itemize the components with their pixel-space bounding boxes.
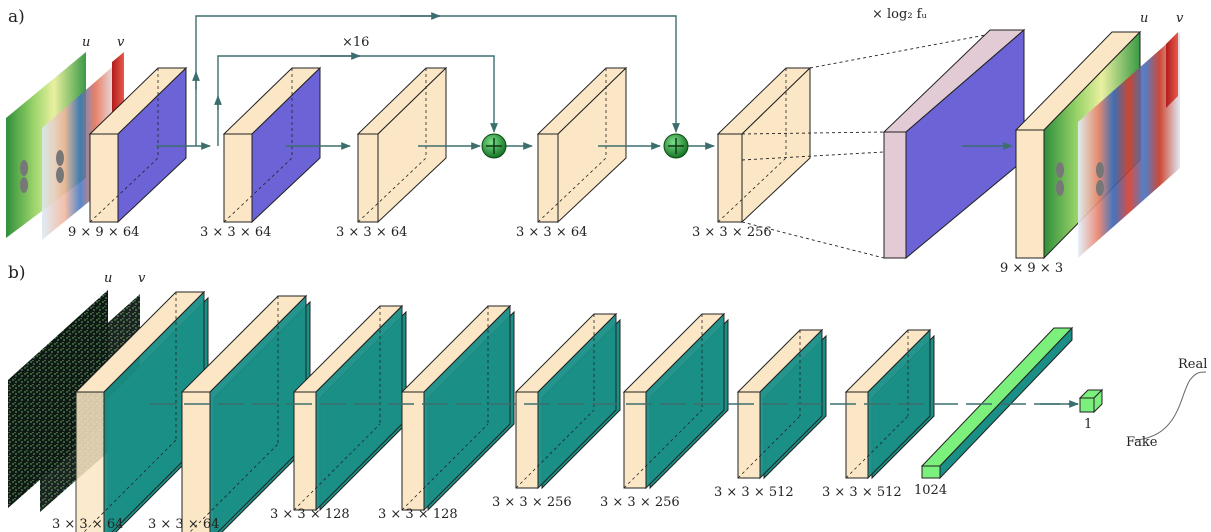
discriminator-layers: 3 × 3 × 64 3 × 3 × 64 3 × 3 × 128 3 × 3 × 1… xyxy=(52,290,935,532)
generator-layer-4-label: 3 × 3 × 64 xyxy=(516,225,587,240)
skip-repeat-label: ×16 xyxy=(342,35,369,50)
generator-input-u-label: u xyxy=(82,35,90,50)
generator-output-v-label: v xyxy=(1176,11,1184,26)
discriminator-layer-3-label: 3 × 3 × 128 xyxy=(270,507,350,522)
generator-layer-3-label: 3 × 3 × 64 xyxy=(336,225,407,240)
generator-upsample-block xyxy=(882,28,1026,260)
discriminator-layer-7-label: 3 × 3 × 512 xyxy=(714,485,794,500)
generator-output-layer-label: 9 × 9 × 3 xyxy=(1000,261,1063,276)
discriminator-dense-layer xyxy=(920,326,1074,480)
discriminator-conv-layer-2 xyxy=(180,294,311,532)
generator-output-fields xyxy=(1078,32,1180,258)
discriminator-layer-4-label: 3 × 3 × 128 xyxy=(378,507,458,522)
discriminator-input-v-label: v xyxy=(138,271,146,286)
generator-sum-node-2 xyxy=(663,133,689,159)
generator-layer-5-label: 3 × 3 × 256 xyxy=(692,225,772,240)
discriminator-layer-2-label: 3 × 3 × 64 xyxy=(148,517,219,532)
generator-output-u-label: u xyxy=(1140,11,1148,26)
discriminator-conv-layer-7 xyxy=(736,328,827,480)
generator-layer-2-label: 3 × 3 × 64 xyxy=(200,225,271,240)
generator-layer-1-label: 9 × 9 × 64 xyxy=(68,225,139,240)
output-node-label: 1 xyxy=(1084,417,1092,432)
panel-label-b: b) xyxy=(8,263,26,283)
discriminator-conv-layer-3 xyxy=(292,304,407,512)
generator-input-v-label: v xyxy=(117,35,125,50)
discriminator-conv-layer-1 xyxy=(74,290,209,532)
real-fake-sigmoid-curve xyxy=(1135,371,1207,441)
generator-conv-layer-2 xyxy=(222,66,322,224)
discriminator-input-u-label: u xyxy=(104,271,112,286)
generator-conv-layer-3 xyxy=(356,66,448,224)
fake-label: Fake xyxy=(1126,435,1158,450)
generator-sum-node-1 xyxy=(481,133,507,159)
generator-conv-layer-1 xyxy=(88,66,188,224)
discriminator-layer-5-label: 3 × 3 × 256 xyxy=(492,495,572,510)
generator-flow-arrows xyxy=(156,12,1013,150)
panel-label-a: a) xyxy=(8,7,25,27)
discriminator-output-node xyxy=(1078,388,1104,414)
generator-network: u v xyxy=(6,7,1184,276)
upsample-projection-lines xyxy=(741,29,1013,259)
discriminator-layer-8-label: 3 × 3 × 512 xyxy=(822,485,902,500)
upsample-factor-label: × log₂ fᵤ xyxy=(872,7,927,22)
discriminator-layer-1-label: 3 × 3 × 64 xyxy=(52,517,123,532)
dense-layer-label: 1024 xyxy=(914,483,947,498)
generator-conv-layer-5 xyxy=(716,66,812,224)
generator-input-fields xyxy=(6,52,124,240)
discriminator-conv-layer-5 xyxy=(514,312,621,490)
generator-conv-layer-4 xyxy=(536,66,628,224)
real-label: Real xyxy=(1178,357,1207,372)
discriminator-layer-6-label: 3 × 3 × 256 xyxy=(600,495,680,510)
discriminator-conv-layer-6 xyxy=(622,312,729,490)
discriminator-conv-layer-4 xyxy=(400,304,515,512)
